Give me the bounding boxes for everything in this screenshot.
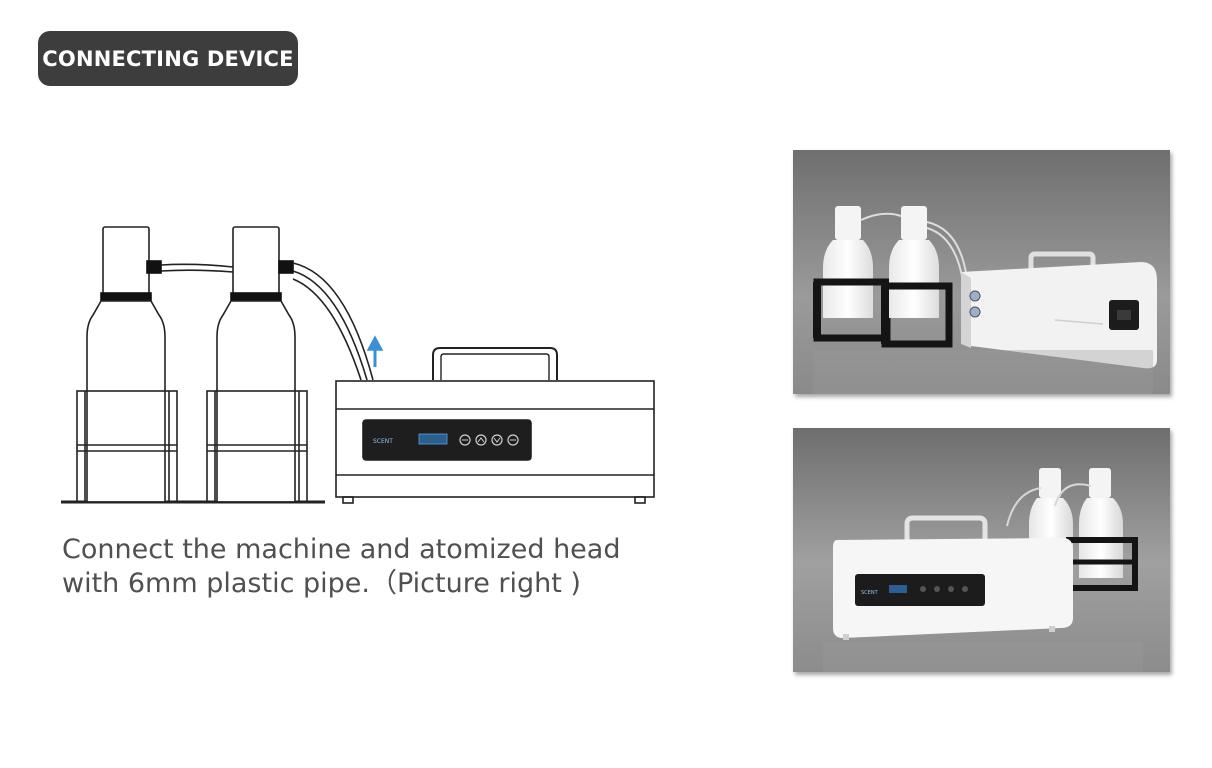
connection-diagram: SCENT [61,226,655,504]
diffuser-machine: SCENT [335,347,655,504]
product-photo-bottom: SCENT [793,428,1170,672]
caption-line-1: Connect the machine and atomized head [62,534,621,565]
product-photo-top [793,150,1170,394]
bottle-right [206,226,308,503]
section-title-badge: CONNECTING DEVICE [38,31,298,86]
section-title: CONNECTING DEVICE [42,46,294,71]
svg-text:SCENT: SCENT [373,438,393,445]
flow-arrow-icon [366,335,384,367]
bottle-left [76,226,178,503]
svg-text:SCENT: SCENT [861,590,879,596]
caption: Connect the machine and atomized head wi… [62,533,620,601]
caption-line-2: with 6mm plastic pipe.（Picture right ) [62,568,581,599]
